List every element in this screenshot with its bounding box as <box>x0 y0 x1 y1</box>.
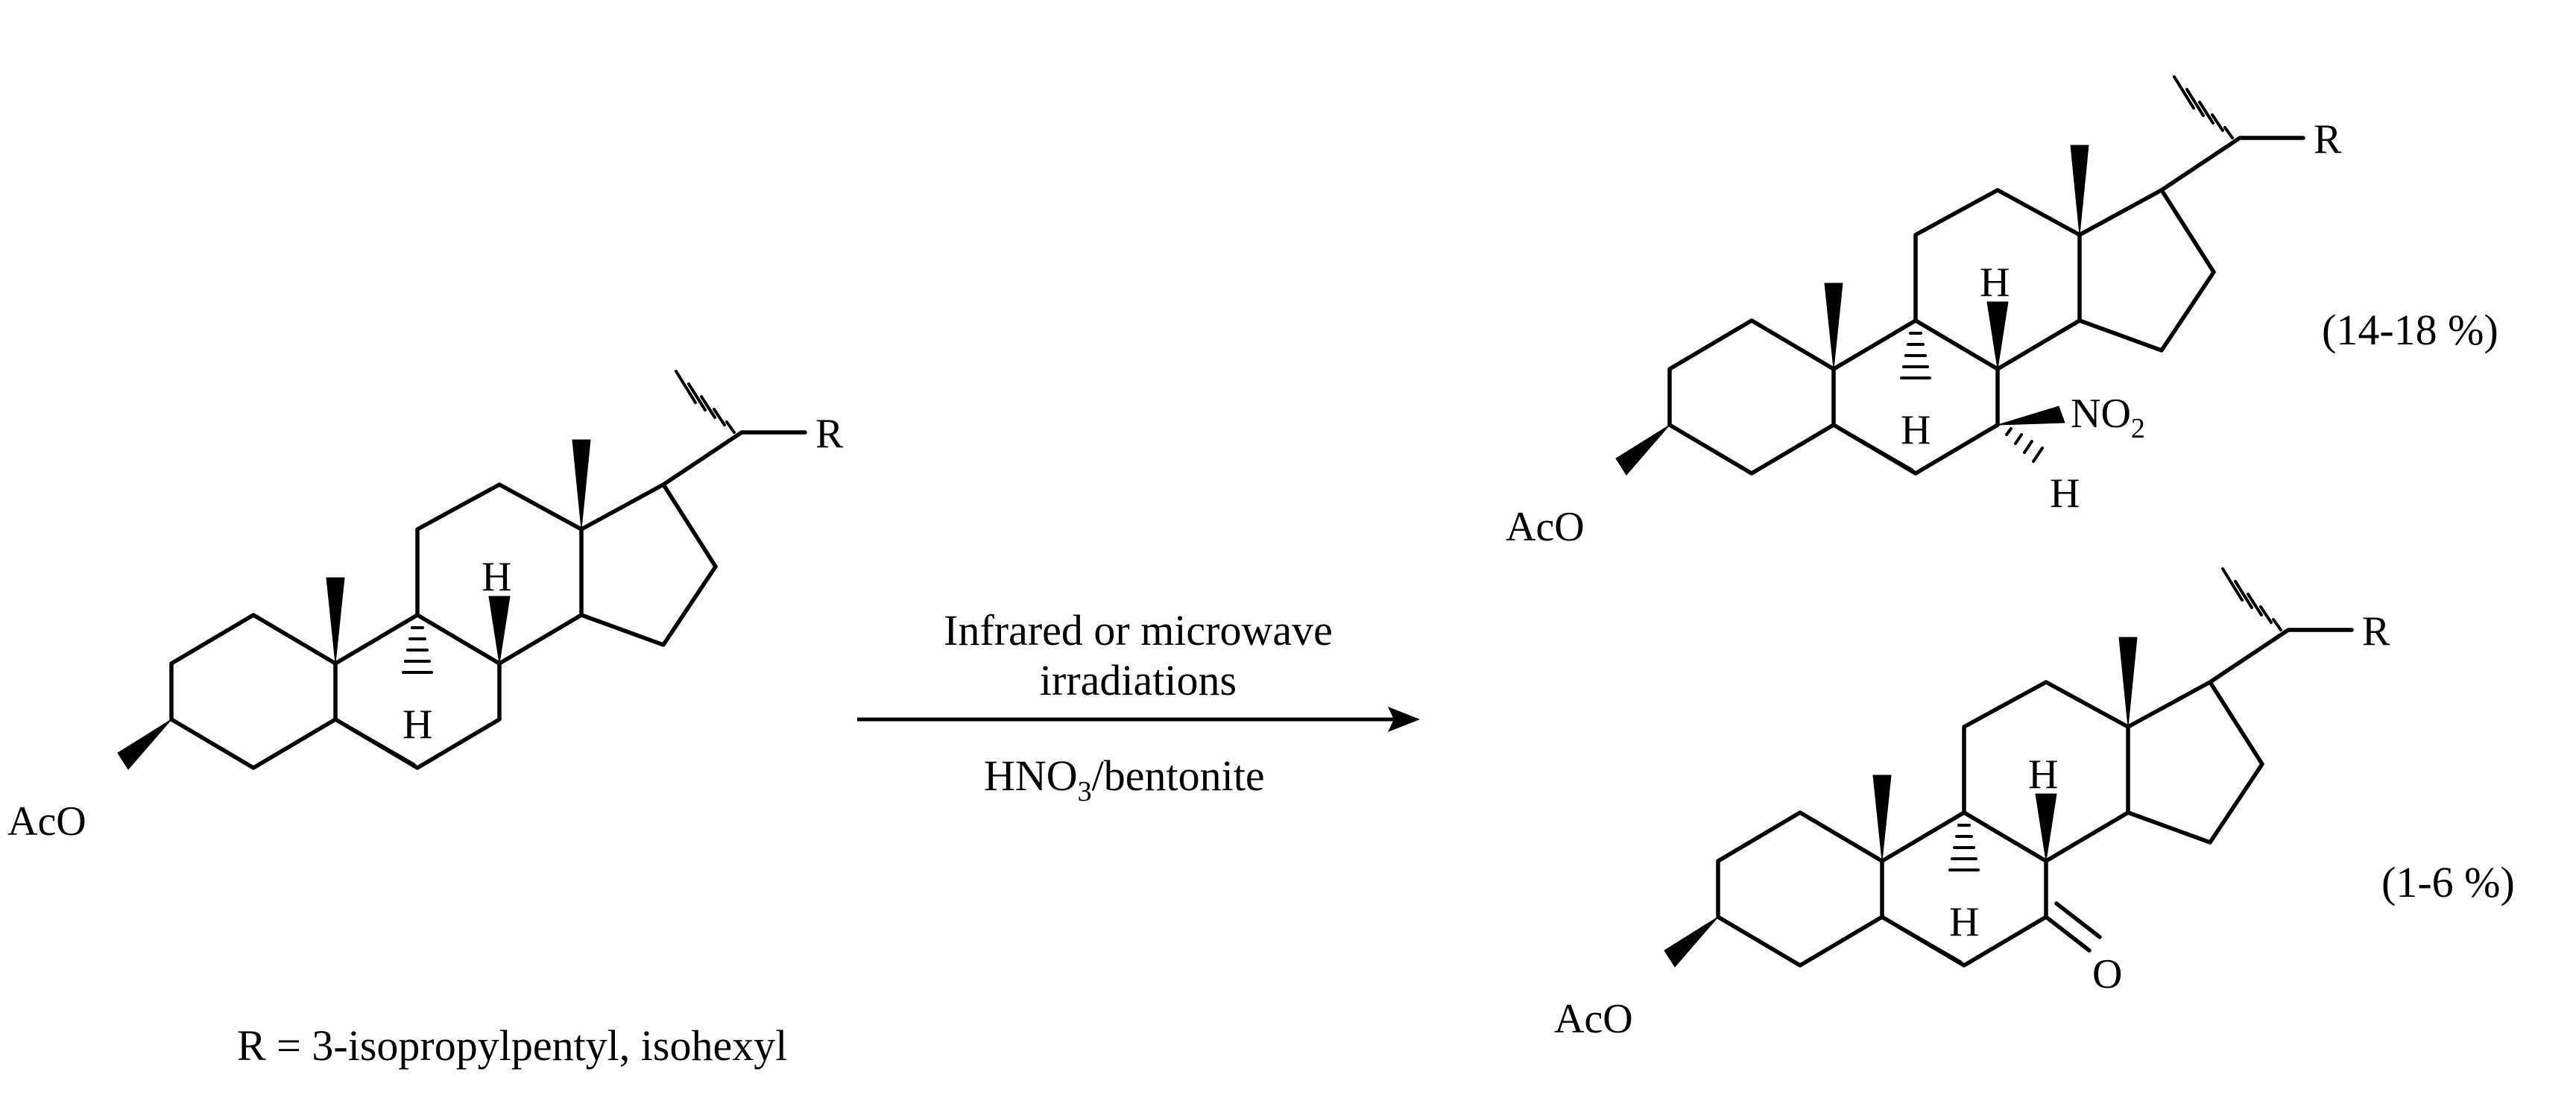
nitro-subscript: 2 <box>2131 413 2145 444</box>
double-bond-c5-c6 <box>1896 924 1963 965</box>
ketone-product-structure: AcO R H H O <box>1554 569 2390 1042</box>
reactant-h8-label: H <box>482 554 511 600</box>
ketone-aco-label: AcO <box>1554 996 1633 1042</box>
reagent-label: HNO3/bentonite <box>984 751 1265 807</box>
ketone-r-label: R <box>2362 608 2390 655</box>
double-bond-c5-c6 <box>1848 432 1914 473</box>
nitro-product-structure: AcO R H H NO2 H <box>1506 77 2342 550</box>
reactant-h9-label: H <box>402 701 432 748</box>
condition-line-1: Infrared or microwave <box>944 606 1333 655</box>
reagent-subscript: 3 <box>1078 776 1092 807</box>
nitro-r-label: R <box>2314 116 2342 163</box>
ketone-h8-label: H <box>2028 751 2058 798</box>
carbonyl-bond-2 <box>2054 901 2102 939</box>
reagent-prefix: HNO <box>984 751 1078 800</box>
r-group-footnote: R = 3-isopropylpentyl, isohexyl <box>237 1021 787 1070</box>
nitro-h7-label: H <box>2050 470 2080 517</box>
reagent-suffix: /bentonite <box>1092 751 1265 800</box>
nitro-wedge <box>1997 406 2065 426</box>
reactant-structure: AcO R H H <box>7 371 844 845</box>
ketone-oxygen-label: O <box>2092 951 2122 997</box>
nitro-prefix: NO <box>2071 391 2131 437</box>
reactant-r-label: R <box>815 411 844 457</box>
nitro-aco-label: AcO <box>1506 504 1585 550</box>
condition-line-2: irradiations <box>1040 656 1237 704</box>
reaction-arrow-group: Infrared or microwave irradiations HNO3/… <box>857 606 1420 807</box>
arrow-head-icon <box>1388 707 1420 732</box>
nitro-group-label: NO2 <box>2071 391 2145 444</box>
ketone-yield: (1-6 %) <box>2381 858 2515 906</box>
nitro-yield: (14-18 %) <box>2322 306 2498 354</box>
double-bond-c5-c6 <box>350 727 416 767</box>
carbonyl-bond-1 <box>2044 915 2092 953</box>
nitro-h8-label: H <box>1980 259 2010 306</box>
ketone-h9-label: H <box>1949 899 1979 945</box>
nitro-h9-label: H <box>1901 407 1931 453</box>
reactant-aco-label: AcO <box>7 798 86 845</box>
